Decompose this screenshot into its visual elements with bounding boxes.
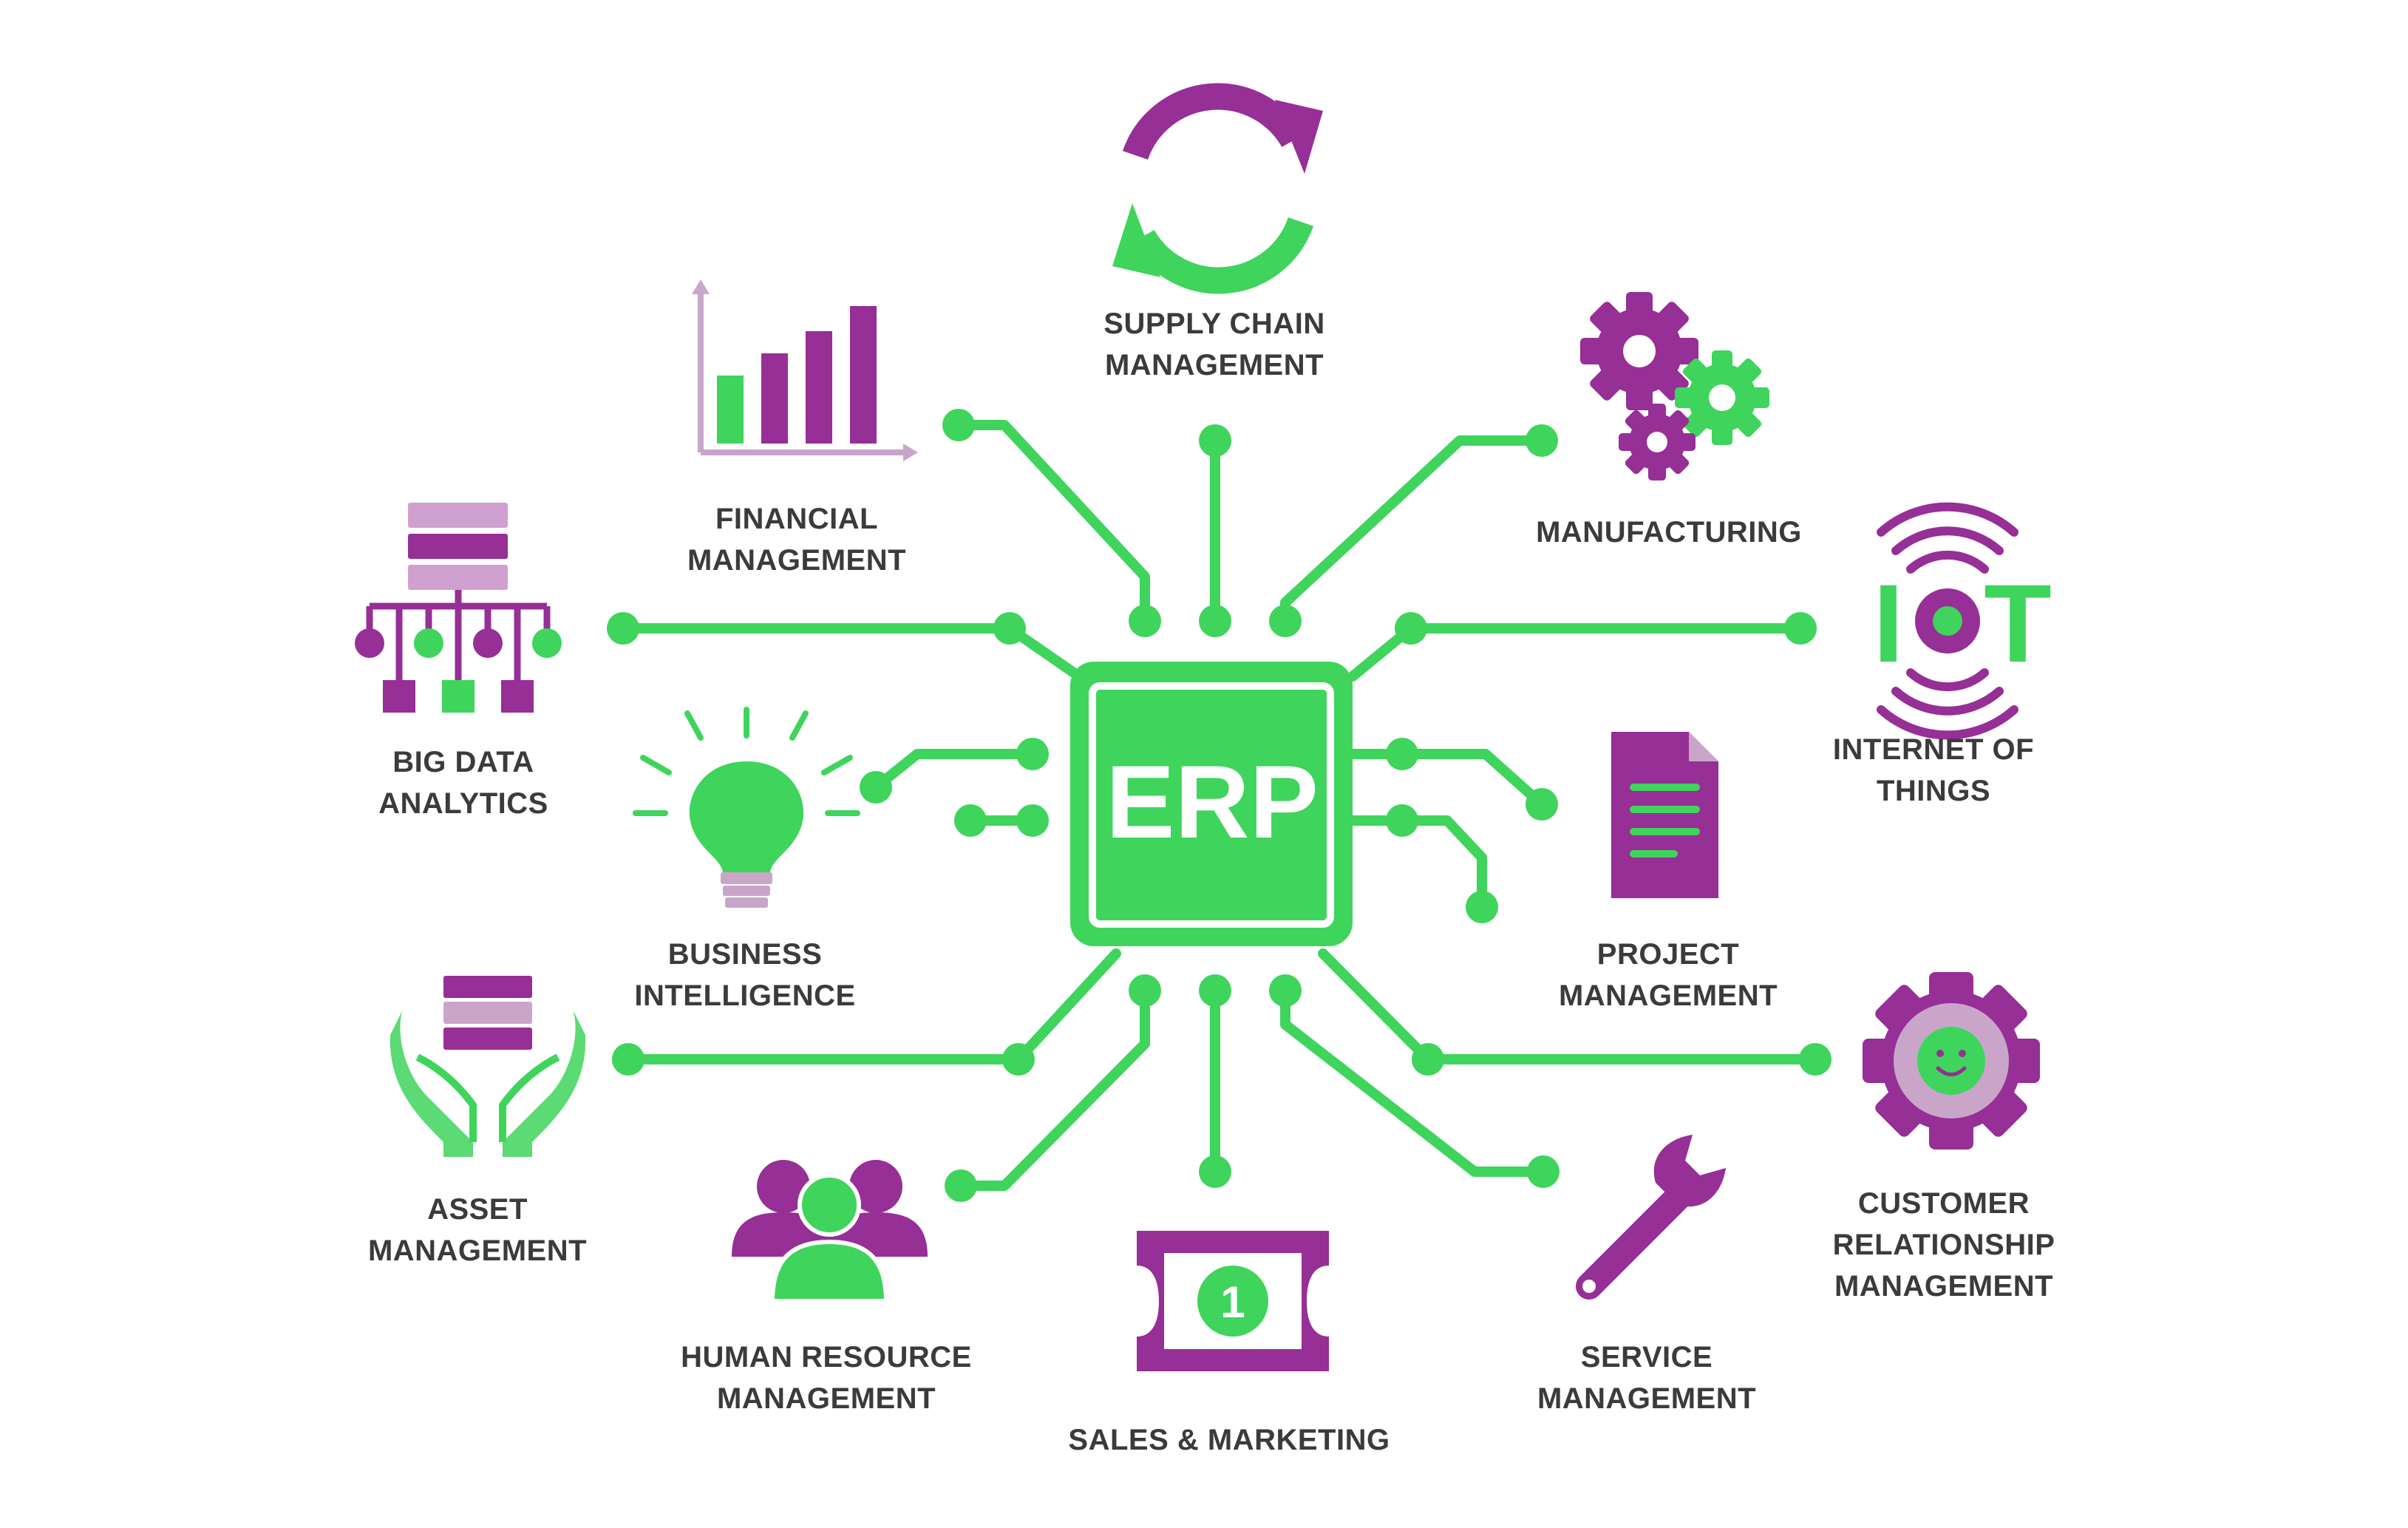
label-line: SUPPLY CHAIN <box>1103 308 1325 340</box>
label-project: PROJECT MANAGEMENT <box>1476 934 1860 1016</box>
line-service <box>1280 985 1548 1177</box>
iot-icon: I T <box>1873 502 2052 740</box>
label-sales: SALES & MARKETING <box>1037 1419 1421 1461</box>
banknote-icon: 1 <box>1137 1231 1329 1371</box>
label-line: BUSINESS <box>667 938 823 971</box>
money-badge-digit: 1 <box>1220 1277 1245 1327</box>
label-line: THINGS <box>1876 775 1991 807</box>
label-line: PROJECT <box>1596 938 1740 971</box>
label-line: RELATIONSHIP <box>1832 1229 2055 1261</box>
label-line: CUSTOMER <box>1857 1187 2030 1220</box>
label-line: MANUFACTURING <box>1536 516 1802 549</box>
circuit-nodes <box>607 409 1831 1202</box>
light-bulb-icon <box>633 707 860 908</box>
label-manufacturing: MANUFACTURING <box>1477 512 1861 553</box>
bar-chart-icon <box>692 279 918 461</box>
label-hr: HUMAN RESOURCE MANAGEMENT <box>634 1337 1018 1419</box>
label-line: MANAGEMENT <box>1537 1382 1757 1415</box>
document-icon <box>1611 732 1718 898</box>
label-line: MANAGEMENT <box>687 544 907 577</box>
label-line: BIG DATA <box>392 746 534 778</box>
label-line: SALES & MARKETING <box>1068 1424 1390 1456</box>
label-line: MANAGEMENT <box>1834 1270 2054 1303</box>
label-line: SERVICE <box>1580 1341 1713 1373</box>
label-line: HUMAN RESOURCE <box>681 1341 972 1373</box>
label-crm: CUSTOMER RELATIONSHIP MANAGEMENT <box>1752 1183 2136 1307</box>
erp-center-label: ERP <box>1106 744 1319 860</box>
label-line: ASSET <box>427 1193 528 1226</box>
label-line: MANAGEMENT <box>367 1235 588 1267</box>
gears-icon <box>1580 292 1769 481</box>
label-line: FINANCIAL <box>715 503 879 535</box>
label-big-data: BIG DATA ANALYTICS <box>271 741 656 824</box>
line-project-upper <box>1347 749 1547 809</box>
label-supply-chain: SUPPLY CHAIN MANAGEMENT <box>1022 303 1407 386</box>
label-line: INTERNET OF <box>1832 733 2035 766</box>
line-hr <box>956 985 1150 1191</box>
cycle-arrows-icon <box>1112 83 1323 294</box>
database-tree-icon <box>355 503 562 713</box>
label-financial: FINANCIAL MANAGEMENT <box>605 498 989 581</box>
label-line: INTELLIGENCE <box>634 979 856 1012</box>
line-project-lower <box>1347 815 1487 912</box>
iot-letter-i: I <box>1873 561 1904 685</box>
label-line: MANAGEMENT <box>1104 349 1324 381</box>
wrench-icon <box>1576 1135 1726 1300</box>
label-business-intelligence: BUSINESS INTELLIGENCE <box>553 934 937 1016</box>
line-financial <box>953 420 1150 626</box>
people-icon <box>732 1160 928 1303</box>
erp-chip <box>1070 662 1353 946</box>
label-service: SERVICE MANAGEMENT <box>1455 1337 1839 1419</box>
label-line: MANAGEMENT <box>1558 979 1778 1012</box>
label-iot: INTERNET OF THINGS <box>1741 729 2126 812</box>
line-bi-upper <box>871 749 1038 792</box>
iot-letter-t: T <box>1984 561 2052 685</box>
label-line: ANALYTICS <box>378 787 548 820</box>
gear-smiley-icon <box>1863 972 2040 1150</box>
label-asset: ASSET MANAGEMENT <box>285 1189 670 1271</box>
label-line: MANAGEMENT <box>716 1382 936 1415</box>
hands-holding-icon <box>390 976 586 1157</box>
